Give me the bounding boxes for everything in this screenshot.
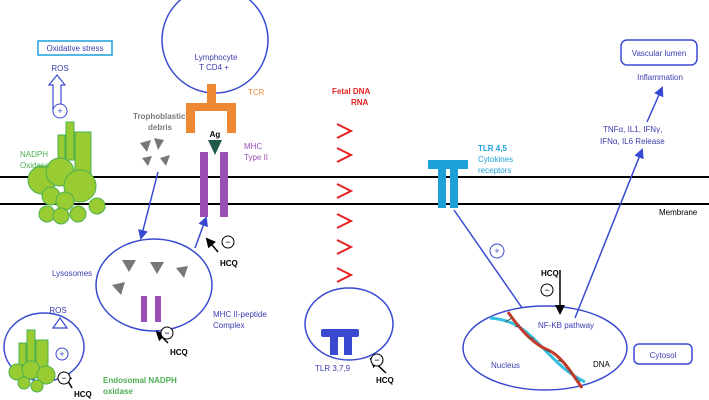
fetal-dna-chevrons	[336, 123, 354, 313]
mhc-bar-left	[200, 152, 208, 217]
minus-sign-text: −	[225, 237, 230, 247]
cytosol-label: Cytosol	[650, 351, 677, 360]
nfkb-label: NF-KB pathway	[538, 321, 594, 330]
ros-bottom-arrow-icon	[51, 316, 69, 329]
minus-sign-icon	[160, 326, 174, 340]
dna-double-helix-icon	[489, 311, 586, 389]
release-to-inflammation-arrow	[646, 86, 664, 123]
lymphocyte-label-2: T CD4 +	[199, 63, 229, 72]
release-label-2: IFNα, IL6 Release	[600, 137, 665, 146]
trophoblastic-label-1: Trophoblastic	[133, 112, 186, 121]
lysosome-to-mhc-arrow	[194, 216, 208, 249]
minus-sign-text: −	[164, 328, 169, 338]
hcq-lysosome-label: HCQ	[170, 348, 188, 357]
debris-to-lysosome-arrow	[138, 171, 159, 240]
membrane-label: Membrane	[659, 208, 698, 217]
lymphocyte-cell	[161, 0, 269, 94]
hcq-tlr379-label: HCQ	[376, 376, 394, 385]
endosomal-nadph-oxidase-complex	[8, 329, 56, 393]
ros-top-label: ROS	[51, 64, 68, 73]
endosomal-label-1: Endosomal NADPH	[103, 376, 177, 385]
vascular-lumen-label: Vascular lumen	[632, 49, 687, 58]
vascular-lumen-box	[620, 39, 698, 66]
minus-sign-text: −	[544, 285, 549, 295]
tlr379-receptor	[321, 329, 359, 355]
trophoblastic-debris-icons	[140, 138, 170, 166]
hcq-nfkb-label: HCQ	[541, 269, 559, 278]
mhc-peptide-label-2: Complex	[213, 321, 245, 330]
minus-sign-text: −	[374, 355, 379, 365]
mhc-bar-right	[220, 152, 228, 217]
fetal-label-1: Fetal DNA	[332, 87, 370, 96]
tlr379-label: TLR 3,7,9	[315, 364, 351, 373]
tcr-receptor	[186, 84, 236, 133]
antigen-icon	[208, 140, 222, 155]
hcq-mhc-label: HCQ	[220, 259, 238, 268]
endosomal-label-2: oxidase	[103, 387, 133, 396]
tlr45-label-2: Cytokines	[478, 155, 513, 164]
mhc-peptide-bar-left	[141, 296, 147, 322]
dna-label: DNA	[593, 360, 611, 369]
plus-sign-icon	[55, 347, 69, 361]
fetal-label-2: RNA	[351, 98, 369, 107]
minus-sign-icon	[540, 283, 554, 297]
ros-bottom-label: ROS	[49, 306, 66, 315]
hcq-mhc-arrow	[205, 237, 219, 253]
nadph-oxidase-complex	[27, 121, 106, 225]
inflammation-label: Inflammation	[637, 73, 683, 82]
nadph-oxidase-label-1: NADPH	[20, 150, 48, 159]
lysosomes-label: Lysosomes	[52, 269, 92, 278]
plus-sign-text: +	[59, 349, 64, 359]
oxidative-stress-label: Oxidative stress	[47, 44, 104, 53]
mhc-label-2: Type II	[244, 153, 268, 162]
tlr45-label-3: receptors	[478, 166, 511, 175]
trophoblastic-label-2: debris	[148, 123, 173, 132]
oxidative-stress-box	[37, 40, 113, 56]
nadph-oxidase-label-2: Oxidase	[20, 161, 50, 170]
ag-label: Ag	[210, 130, 221, 139]
tlr379-endosome	[304, 287, 394, 361]
lymphocyte-label-1: Lymphocyte	[195, 53, 238, 62]
tlr45-receptor	[428, 160, 468, 208]
plus-sign-text: +	[57, 106, 62, 116]
cytosol-box	[633, 343, 693, 365]
lysosome-debris-icons	[112, 260, 188, 295]
release-label-1: TNFα, IL1, IFNγ,	[603, 125, 662, 134]
tlr45-to-nfkb-arrow	[453, 209, 529, 317]
nfkb-to-release-arrow	[574, 148, 644, 319]
minus-sign-text: −	[61, 373, 66, 383]
tcr-label: TCR	[248, 88, 265, 97]
hcq-endosome-label: HCQ	[74, 390, 92, 399]
plus-sign-icon	[52, 103, 68, 119]
minus-sign-icon	[370, 353, 384, 367]
nucleus-label: Nucleus	[491, 361, 520, 370]
mhc-peptide-label-1: MHC II-peptide	[213, 310, 267, 319]
plus-sign-text: +	[494, 246, 499, 256]
mhc-label-1: MHC	[244, 142, 262, 151]
minus-sign-icon	[57, 371, 71, 385]
mhc-peptide-bar-right	[155, 296, 161, 322]
plus-sign-icon	[489, 243, 505, 259]
minus-sign-icon	[221, 235, 235, 249]
tlr45-label-1: TLR 4,5	[478, 144, 507, 153]
